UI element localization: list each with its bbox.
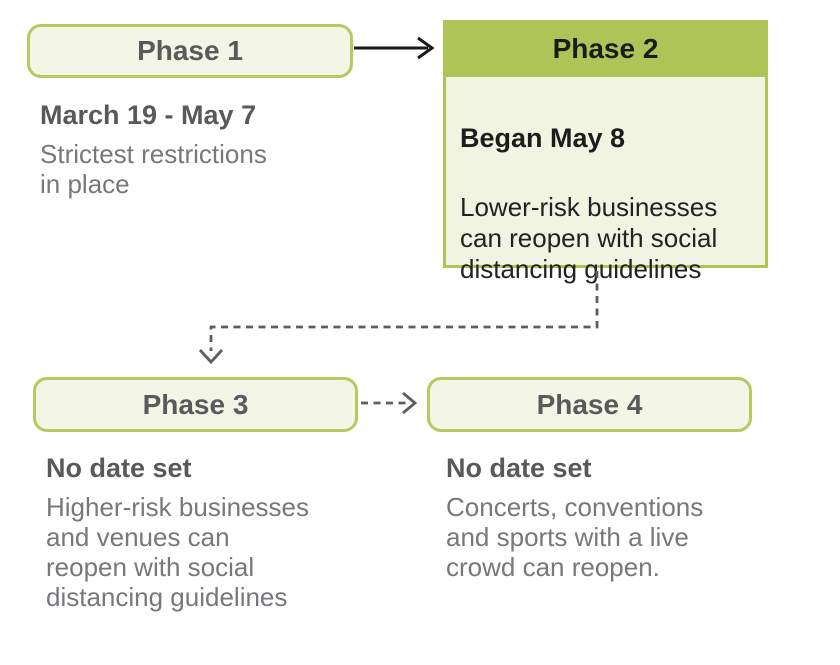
phase-1-box: Phase 1 bbox=[27, 24, 353, 78]
phase-2-header: Phase 2 bbox=[443, 20, 768, 77]
phase-2-description: Began May 8 Lower-risk businesses can re… bbox=[443, 77, 768, 284]
phase-1-details: Strictest restrictions in place bbox=[40, 139, 267, 199]
phase-4-description: No date set Concerts, conventions and sp… bbox=[446, 453, 776, 582]
phase-4-box: Phase 4 bbox=[427, 377, 752, 432]
phase-3-title: Phase 3 bbox=[142, 388, 249, 420]
phase-2-title: Phase 2 bbox=[552, 32, 659, 64]
phase-1-title: Phase 1 bbox=[137, 35, 243, 66]
solid-arrow-phase1-to-phase2-icon bbox=[354, 36, 435, 60]
phase-3-description: No date set Higher-risk businesses and v… bbox=[46, 453, 376, 612]
phase-1-description: March 19 - May 7 Strictest restrictions … bbox=[40, 100, 360, 199]
phase-4-title: Phase 4 bbox=[536, 388, 643, 420]
phase-4-details: Concerts, conventions and sports with a … bbox=[446, 492, 704, 582]
phase-1-dates: March 19 - May 7 bbox=[40, 100, 257, 130]
phase-3-box: Phase 3 bbox=[33, 377, 358, 432]
dashed-arrow-phase3-to-phase4-icon bbox=[361, 391, 418, 415]
phase-4-dates: No date set bbox=[446, 453, 592, 483]
phase-2-dates: Began May 8 bbox=[460, 123, 626, 153]
phase-3-details: Higher-risk businesses and venues can re… bbox=[46, 492, 309, 612]
phase-3-dates: No date set bbox=[46, 453, 192, 483]
phase-2-details: Lower-risk businesses can reopen with so… bbox=[460, 192, 718, 284]
phase-2-box: Phase 2 Began May 8 Lower-risk businesse… bbox=[443, 20, 768, 284]
